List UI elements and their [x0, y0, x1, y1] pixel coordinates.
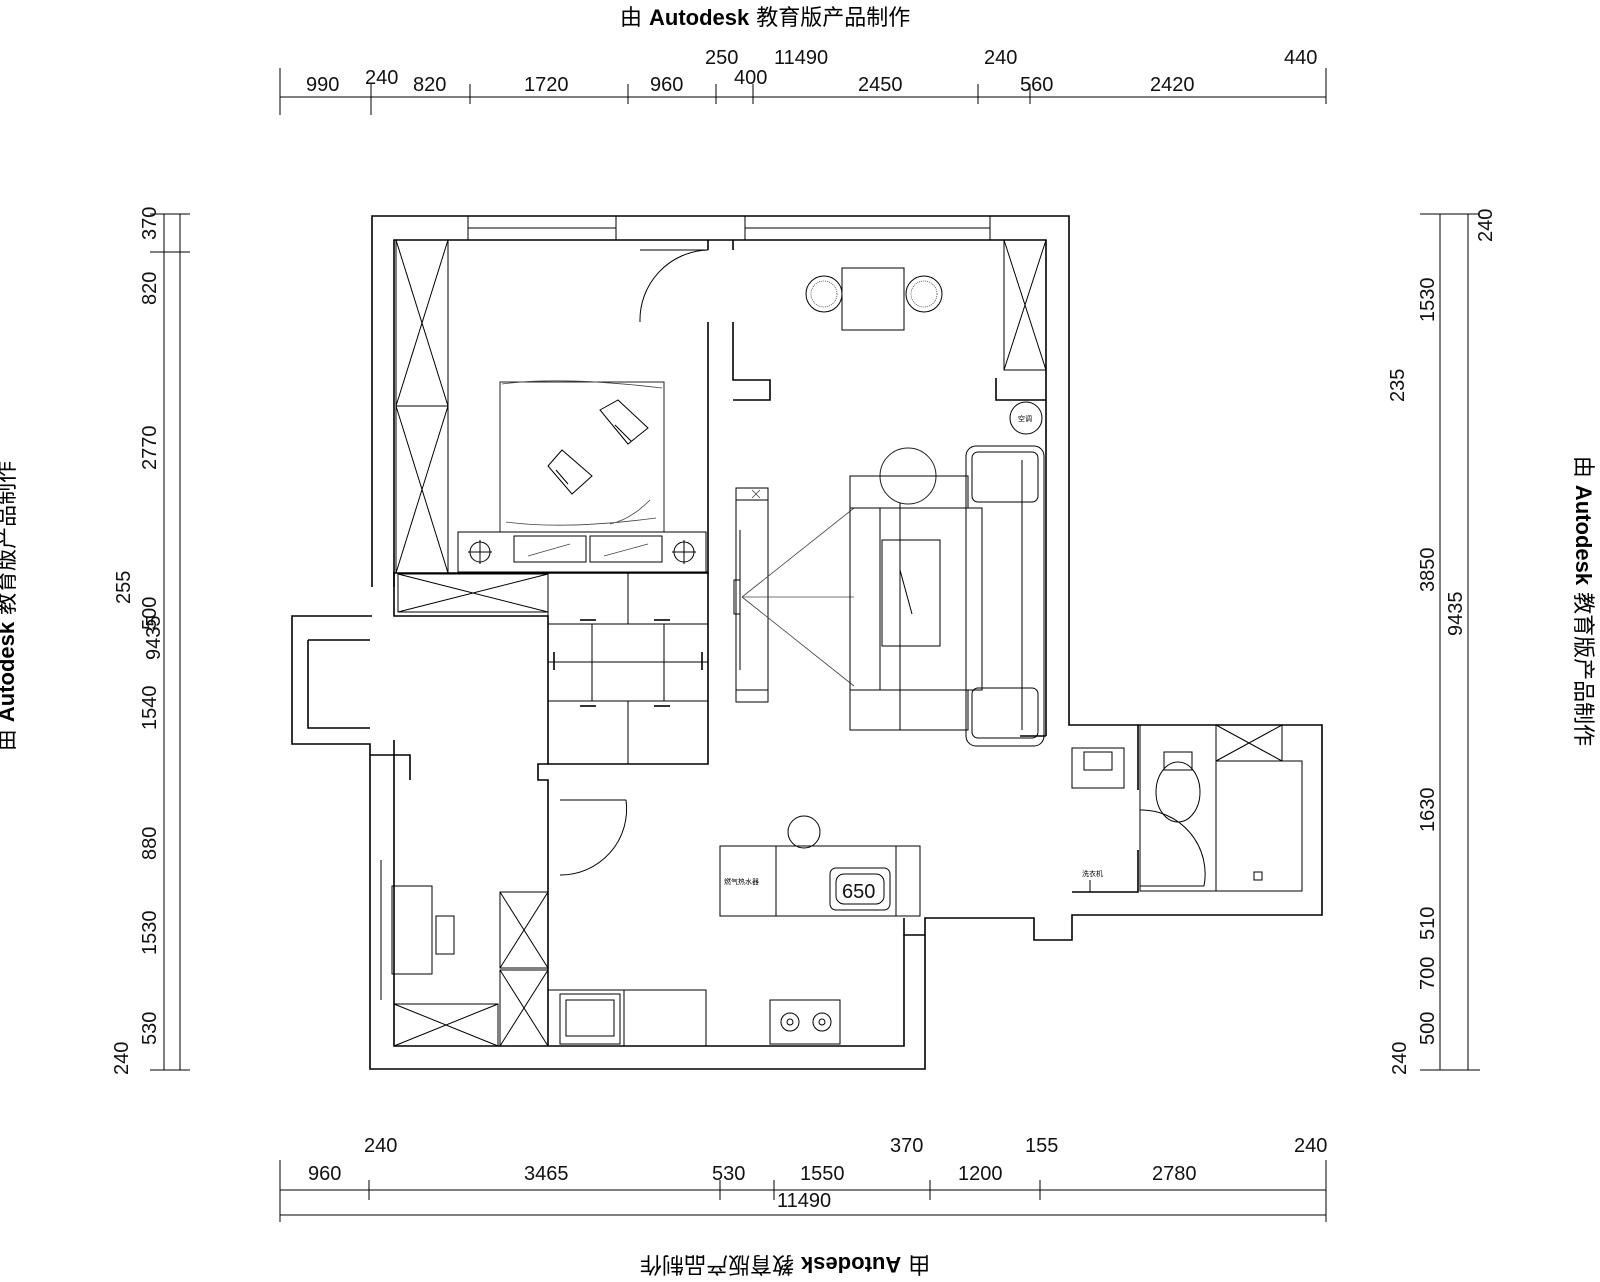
watermark-top: 由 Autodesk 教育版产品制作	[620, 0, 910, 32]
dim-top: 2450	[858, 74, 903, 96]
top-dimensions: 990 240 820 1720 960 400 2450 560 2420 2…	[279, 47, 1327, 115]
wardrobe	[395, 405, 449, 574]
dim-right: 700	[1417, 957, 1439, 990]
dim-right: 9435	[1445, 592, 1467, 637]
bottom-dimensions: 240 370 155 240 960 3465 530 1550 1200 2…	[279, 1135, 1327, 1222]
dim-top: 11490	[774, 47, 828, 69]
dim-top: 960	[650, 74, 683, 96]
dim-bottom: 11490	[777, 1190, 831, 1212]
dim-right: 500	[1417, 1012, 1439, 1045]
dim-left: 255	[113, 571, 135, 604]
tv-stand	[849, 475, 901, 731]
dim-right: 235	[1387, 369, 1409, 402]
dim-top: 1720	[524, 74, 569, 96]
dim-bottom: 155	[1025, 1135, 1058, 1157]
dim-left: 880	[139, 827, 161, 860]
dim-left: 240	[111, 1042, 133, 1075]
dim-left: 820	[139, 272, 161, 305]
dim-left: 9435	[143, 616, 165, 661]
sink	[829, 867, 891, 911]
dim-right: 3850	[1417, 548, 1439, 593]
oven	[559, 993, 621, 1045]
door-swing	[639, 249, 709, 323]
dining-chair	[805, 275, 843, 313]
watermark-brand: Autodesk	[649, 5, 750, 30]
aircon-label: 空调	[1018, 414, 1032, 423]
dim-top: 400	[734, 67, 767, 89]
toilet	[1155, 761, 1201, 823]
dim-right: 1630	[1417, 788, 1439, 833]
dim-top: 560	[1020, 74, 1053, 96]
dining-chair	[905, 275, 943, 313]
gas-stove	[769, 999, 841, 1045]
watermark-prefix: 由	[620, 6, 643, 31]
wash-basin	[1071, 747, 1125, 789]
dim-right: 1530	[1417, 278, 1439, 323]
dim-left: 370	[139, 207, 161, 240]
dim-bottom: 3465	[524, 1163, 569, 1185]
living-room: 空调	[733, 239, 1047, 747]
dim-top: 240	[365, 67, 398, 89]
left-dimensions: 370 820 2770 255 500 9435 1540 880 1530 …	[111, 207, 190, 1075]
dim-right: 240	[1475, 209, 1497, 242]
aircon-unit	[1009, 401, 1043, 435]
double-bed	[499, 381, 665, 533]
pillow	[599, 399, 649, 445]
pillow	[547, 449, 593, 495]
heater-label: 燃气热水器	[724, 877, 759, 886]
dim-left: 1540	[139, 686, 161, 731]
door-swing	[559, 799, 628, 876]
dim-top: 240	[984, 47, 1017, 69]
cabinet	[393, 1003, 499, 1047]
dining-table	[841, 267, 905, 331]
dim-bottom: 240	[1294, 1135, 1327, 1157]
dim-left: 2770	[139, 426, 161, 471]
cabinet	[1003, 239, 1047, 371]
dim-top: 250	[705, 47, 738, 69]
dim-right: 510	[1417, 907, 1439, 940]
sofa	[965, 445, 1045, 747]
dim-right: 240	[1389, 1042, 1411, 1075]
dim-bottom: 530	[712, 1163, 745, 1185]
chair	[435, 915, 455, 955]
exterior-walls	[291, 215, 1323, 1070]
dim-left: 530	[139, 1012, 161, 1045]
dim-bottom: 240	[364, 1135, 397, 1157]
dim-top: 820	[413, 74, 446, 96]
bedroom	[394, 239, 771, 574]
study-room	[370, 754, 628, 1047]
tv-cabinet	[735, 487, 769, 703]
dim-left: 1530	[139, 911, 161, 956]
desk	[391, 885, 433, 975]
dim-bottom: 370	[890, 1135, 923, 1157]
door-swing	[1139, 809, 1206, 887]
bathroom: 洗衣机	[1020, 400, 1303, 893]
dim-bottom: 960	[308, 1163, 341, 1185]
cabinet	[499, 969, 549, 1047]
cabinet	[499, 891, 549, 969]
bed-headboard	[457, 531, 707, 573]
right-dimensions: 240 1530 235 3850 9435 1630 510 700 500 …	[1387, 209, 1497, 1075]
dim-bottom: 1550	[800, 1163, 845, 1185]
watermark-suffix: 教育版产品制作	[756, 6, 911, 31]
fridge	[623, 989, 707, 1047]
dim-top: 2420	[1150, 74, 1195, 96]
dim-bottom: 2780	[1152, 1163, 1197, 1185]
coffee-table	[881, 539, 941, 647]
washer-label: 洗衣机	[1082, 869, 1103, 878]
stool	[787, 815, 821, 849]
kitchen-counter	[719, 845, 921, 917]
dim-top: 990	[306, 74, 339, 96]
wardrobe-room	[393, 571, 709, 765]
dim-left: 500	[139, 597, 161, 630]
dim-bottom: 1200	[958, 1163, 1003, 1185]
kitchen: 燃气热水器 650	[548, 815, 925, 1047]
sink-size: 650	[842, 881, 875, 903]
dim-top: 440	[1284, 47, 1317, 69]
